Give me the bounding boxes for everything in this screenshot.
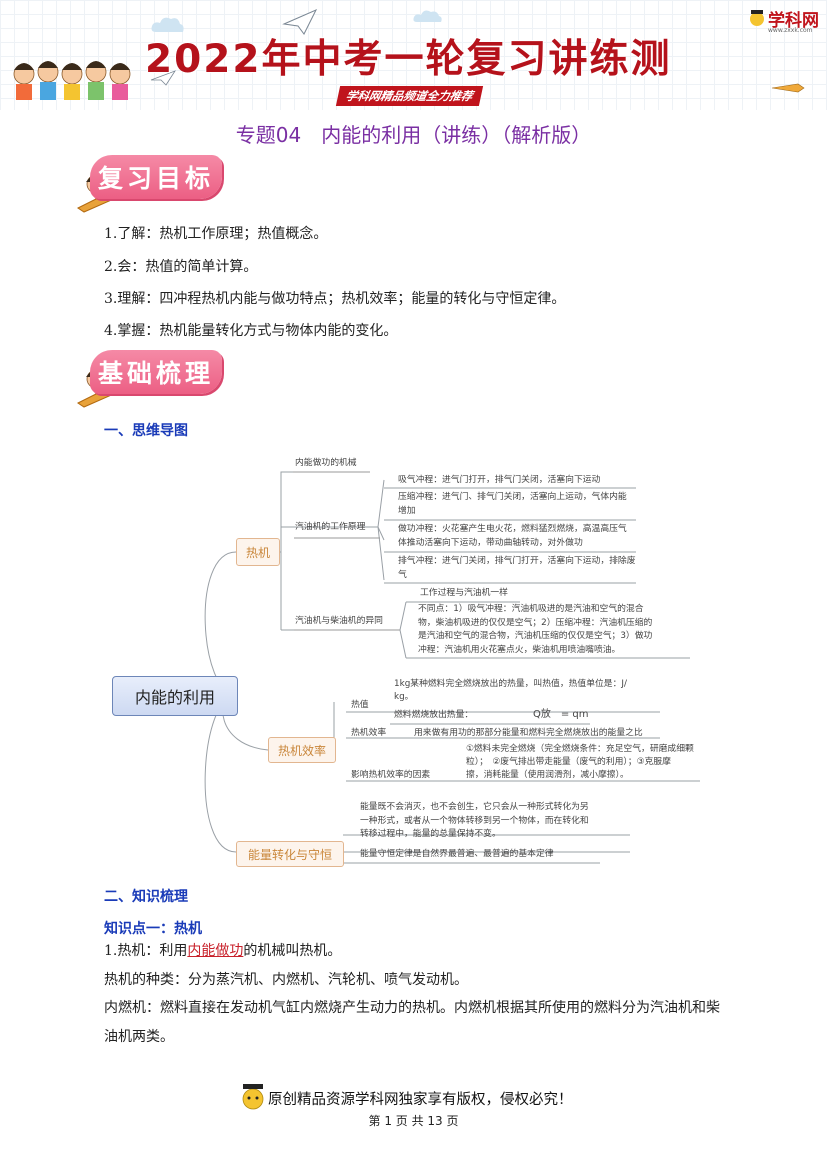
mind-map-stroke: 压缩冲程：进气门、排气门关闭，活塞向上运动，气体内能 xyxy=(398,492,627,502)
mind-map-factors-text: ①燃料未完全燃烧（完全燃烧条件：充足空气，研磨成细颗 xyxy=(466,744,694,754)
mind-map-diff-text: 物，柴油机吸进的仅仅是空气；2）压缩冲程：汽油机压缩的 xyxy=(418,618,653,628)
mind-map-node-mechanism: 内能做功的机械 xyxy=(295,458,357,468)
mind-map-node-gas-working: 汽油机的工作原理 xyxy=(295,522,366,532)
knowledge-paragraph: 油机两类。 xyxy=(104,1029,174,1045)
cloud-icon xyxy=(413,10,442,22)
underlined-term: 内能做功 xyxy=(187,943,244,959)
knowledge-paragraph: 热机的种类：分为蒸汽机、内燃机、汽轮机、喷气发动机。 xyxy=(104,972,468,988)
mind-map-conservation-law: 能量守恒定律是自然界最普遍、最普遍的基本定律 xyxy=(360,849,554,859)
mind-map-factors-text: 擦，消耗能量（使用润滑剂，减小摩擦）。 xyxy=(466,770,629,780)
paper-plane-icon xyxy=(150,70,176,86)
mind-map-heat-value-def: kg。 xyxy=(394,692,414,702)
mind-map-root: 内能的利用 xyxy=(112,676,238,716)
mind-map-node-conservation: 能量转化与守恒 xyxy=(236,841,344,867)
page-number: 第 1 页 共 13 页 xyxy=(368,1114,459,1128)
site-logo-url: www.zxxk.com xyxy=(768,27,813,34)
mind-map-formula: Q放 = qm xyxy=(533,709,589,720)
kids-illustration-icon xyxy=(13,61,131,100)
mind-map-diff-text: 是汽油和空气的混合物，汽油机压缩的仅仅是空气；3）做功 xyxy=(418,631,653,641)
mind-map-node-same: 工作过程与汽油机一样 xyxy=(420,588,508,598)
banner-subtitle: 学科网精品频道全力推荐 xyxy=(335,86,483,106)
goal-item: 2.会：热值的简单计算。 xyxy=(104,259,258,275)
banner-title: 2022年中考一轮复习讲练测 xyxy=(145,37,672,82)
site-logo[interactable]: 学科网 xyxy=(768,11,819,31)
mind-map-formula-label: 燃料燃烧放出热量： xyxy=(394,710,474,720)
footer-copyright: 原创精品资源学科网独家享有版权，侵权必究！ xyxy=(268,1092,573,1108)
mind-map-node-efficiency: 热机效率 xyxy=(268,737,336,763)
goal-item: 1.了解：热机工作原理；热值概念。 xyxy=(104,226,328,242)
section-badge-review-goals: 复习目标 xyxy=(90,155,222,199)
knowledge-paragraph: 1.热机：利用内能做功的机械叫热机。 xyxy=(104,941,341,961)
mind-map-conservation-text: 一种形式，或者从一个物体转移到另一个物体，而在转化和 xyxy=(360,816,589,826)
mind-map-node-diff: 汽油机与柴油机的异同 xyxy=(295,616,383,626)
mind-map-conservation-text: 能量既不会消灭，也不会创生，它只会从一种形式转化为另 xyxy=(360,802,589,812)
text-span: 的机械叫热机。 xyxy=(243,943,342,959)
heading-mind-map: 一、思维导图 xyxy=(104,423,188,439)
mind-map-node-eff: 热机效率 xyxy=(351,728,387,738)
mind-map-diff-text: 冲程：汽油机用火花塞点火，柴油机用喷油嘴喷油。 xyxy=(418,645,621,655)
mind-map-eff-def: 用来做有用功的那部分能量和燃料完全燃烧放出的能量之比 xyxy=(414,728,643,738)
mind-map-stroke: 体推动活塞向下运动，带动曲轴转动，对外做功 xyxy=(398,538,583,548)
knowledge-paragraph: 内燃机：燃料直接在发动机气缸内燃烧产生动力的热机。内燃机根据其所使用的燃料分为汽… xyxy=(104,1000,720,1016)
mind-map-stroke: 排气冲程：进气门关闭，排气门打开，活塞向下运动，排除废 xyxy=(398,556,636,566)
pencil-icon xyxy=(771,83,805,93)
heading-point1: 知识点一：热机 xyxy=(104,921,202,937)
goal-item: 3.理解：四冲程热机内能与做功特点；热机效率；能量的转化与守恒定律。 xyxy=(104,291,566,307)
mind-map-conservation-text: 转移过程中，能量的总量保持不变。 xyxy=(360,829,501,839)
header-banner: 2022年中考一轮复习讲练测 学科网精品频道全力推荐 学科网 www.zxxk.… xyxy=(0,0,827,110)
footer-mascot-icon xyxy=(242,1084,264,1110)
paper-plane-icon xyxy=(282,8,318,35)
mind-map-node-heat-engine: 热机 xyxy=(236,538,280,566)
mind-map-node-heat-value: 热值 xyxy=(351,700,369,710)
cloud-icon xyxy=(151,17,184,32)
mind-map-stroke: 做功冲程：火花塞产生电火花，燃料猛烈燃烧，高温高压气 xyxy=(398,524,627,534)
logo-mascot-icon xyxy=(750,10,764,26)
heading-knowledge: 二、知识梳理 xyxy=(104,889,188,905)
section-badge-basics: 基础梳理 xyxy=(90,350,222,394)
goal-item: 4.掌握：热机能量转化方式与物体内能的变化。 xyxy=(104,323,398,339)
text-span: 1.热机：利用 xyxy=(104,943,188,959)
mind-map-stroke: 增加 xyxy=(398,506,416,516)
mind-map-diff-text: 不同点：1）吸气冲程：汽油机吸进的是汽油和空气的混合 xyxy=(418,604,644,614)
mind-map-stroke: 气 xyxy=(398,570,407,580)
document-title: 专题04 内能的利用（讲练）（解析版） xyxy=(235,123,592,147)
mind-map-node-factors: 影响热机效率的因素 xyxy=(351,770,431,780)
mind-map-stroke: 吸气冲程：进气门打开，排气门关闭，活塞向下运动 xyxy=(398,475,601,485)
mind-map-heat-value-def: 1kg某种燃料完全燃烧放出的热量，叫热值，热值单位是：J/ xyxy=(394,679,627,689)
mind-map-factors-text: 粒）； ②废气排出带走能量（废气的利用）；③克服摩 xyxy=(466,757,671,767)
